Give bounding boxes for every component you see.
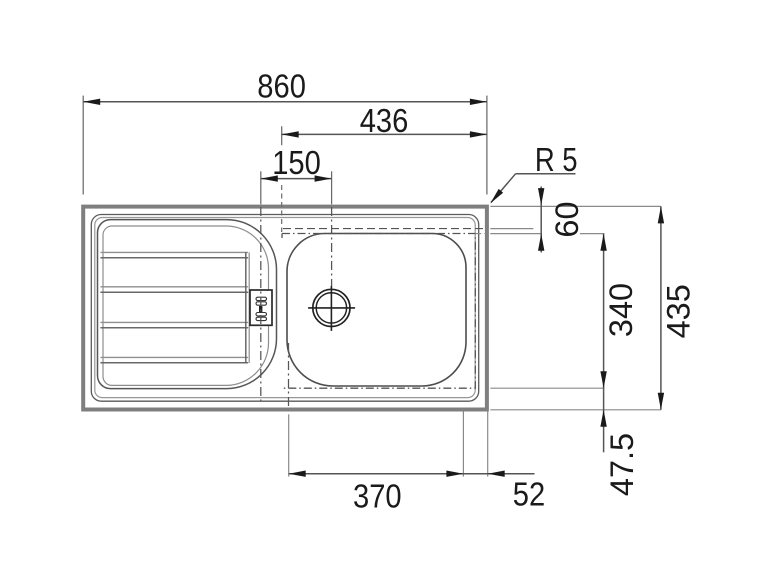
svg-text:47.5: 47.5 xyxy=(604,433,640,496)
svg-text:370: 370 xyxy=(353,478,402,515)
svg-text:436: 436 xyxy=(360,102,409,139)
svg-text:R 5: R 5 xyxy=(535,142,578,179)
svg-text:860: 860 xyxy=(257,68,306,105)
svg-text:150: 150 xyxy=(272,144,321,181)
svg-text:340: 340 xyxy=(603,283,639,337)
svg-text:60: 60 xyxy=(549,201,585,237)
svg-text:435: 435 xyxy=(661,284,697,338)
svg-text:52: 52 xyxy=(513,476,545,513)
